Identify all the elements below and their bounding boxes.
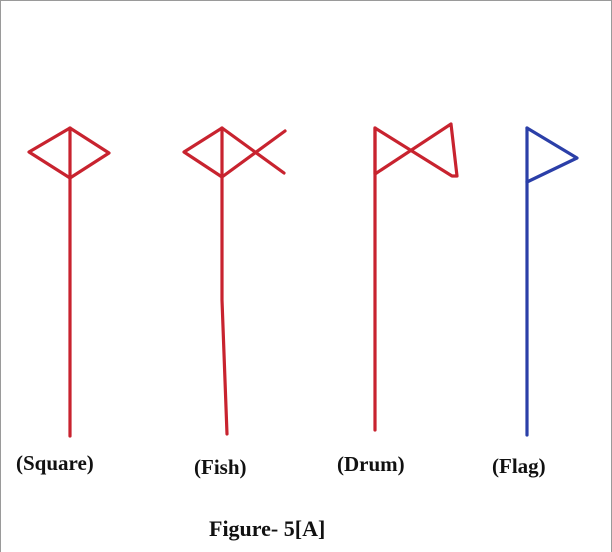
square-symbol-icon: [27, 126, 111, 438]
drum-symbol-icon: [373, 122, 459, 432]
square-label: (Square): [16, 451, 94, 475]
figure-caption: Figure- 5[A]: [209, 516, 325, 541]
drum-label: (Drum): [337, 452, 405, 476]
fish-symbol-icon: [182, 126, 287, 436]
fish-label: (Fish): [194, 455, 247, 479]
flag-label: (Flag): [492, 454, 546, 478]
flag-symbol-icon: [525, 126, 579, 437]
